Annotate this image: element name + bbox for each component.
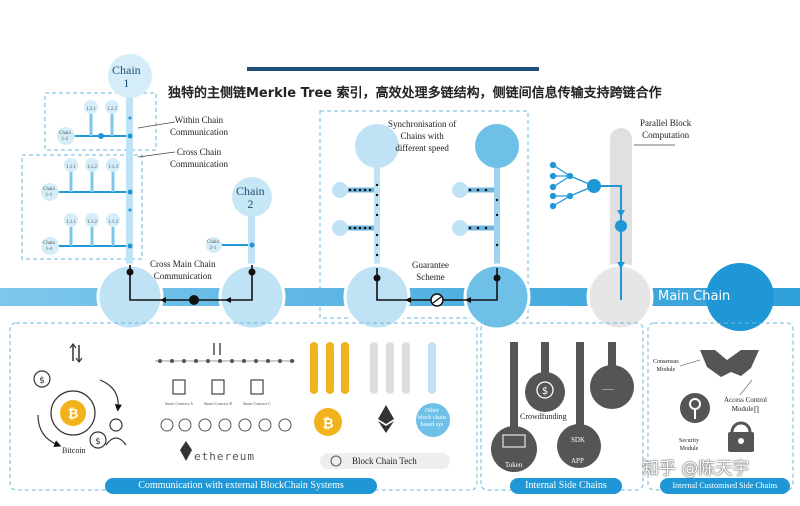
- crowdfunding-icon: [525, 372, 565, 412]
- node-label: 1.1.2: [87, 165, 97, 170]
- left-section: [21, 54, 286, 331]
- token-label: Token: [505, 461, 523, 469]
- chain-1-circle: [108, 54, 152, 98]
- svg-text:$: $: [542, 386, 548, 397]
- svg-text:$: $: [39, 376, 45, 386]
- parallel-label: Parallel Block Computation: [640, 118, 692, 140]
- node-label: 1.2.2: [107, 107, 117, 112]
- ellipsis-label: ......: [602, 383, 614, 392]
- handshake-icon: [700, 350, 759, 377]
- internal-box: [480, 322, 644, 491]
- watermark: 知乎 @陈天宇: [642, 459, 750, 479]
- node-label: 1.1.2: [87, 220, 97, 225]
- chain-1-1-node: [41, 183, 59, 201]
- bitcoin-icon: [60, 400, 86, 426]
- dollar-coin-icon: [33, 370, 51, 388]
- security-label: Security Module: [679, 438, 699, 452]
- header-stripe: [247, 67, 539, 71]
- chain-1-2-node: [57, 127, 75, 145]
- guarantee-label: Guarantee Scheme: [412, 260, 449, 282]
- node-label: 1.1.1: [66, 220, 76, 225]
- contract-icon-c: [250, 379, 264, 395]
- consensus-label: Consensus Module: [653, 359, 679, 373]
- node-label: 1.2.1: [86, 107, 96, 112]
- sync-box: [319, 110, 529, 319]
- other-chain-label: Other block chain based sys: [418, 408, 446, 428]
- node-label: 1.1.1: [66, 165, 76, 170]
- chain-2-label: Chain 2: [236, 184, 265, 211]
- sync-label: Synchronisation of Chains with different…: [388, 119, 457, 153]
- node-dot: [98, 133, 104, 139]
- footer-custom: Internal Customised Side Chains: [660, 478, 790, 494]
- crowdfunding-label: Crowdfunding: [520, 412, 567, 421]
- network-icon: [330, 455, 342, 467]
- cross-main-chain-label: Cross Main Chain Communication: [150, 259, 216, 281]
- footer-internal: Internal Side Chains: [510, 478, 622, 494]
- chain-2-1-label: Chain 2-1: [207, 240, 219, 251]
- chain-2-1-node: [206, 237, 222, 253]
- main-chain-label: Main Chain: [658, 289, 731, 304]
- chain-1-1-box: [21, 154, 143, 260]
- cross-node: [189, 295, 199, 305]
- node-1-2-1: [84, 100, 98, 114]
- sdk-app-icon: [557, 424, 601, 468]
- node-label: 1.1.3: [108, 220, 118, 225]
- svg-text:₿: ₿: [322, 416, 333, 432]
- contract-icon-b: [211, 379, 225, 395]
- sync-chain-a: [355, 124, 399, 168]
- chain-1-4-label: Chain 1-4: [43, 241, 55, 252]
- app-label: APP: [571, 457, 584, 465]
- bitcoin-label: Bitcoin: [62, 446, 86, 455]
- footer-external: Communication with external BlockChain S…: [105, 478, 377, 494]
- ethereum-icon: [180, 441, 192, 461]
- node-1-2-2: [105, 100, 119, 114]
- chain-1-label: Chain 1: [112, 63, 141, 90]
- smart-contract-b: Smart Contract B: [204, 401, 232, 406]
- sync-chain-b: [475, 124, 519, 168]
- access-control-label: Access Control Module∏: [724, 396, 767, 413]
- bitcoin-coin-icon: [314, 408, 342, 436]
- ellipsis-chain-circle: [590, 365, 634, 409]
- within-chain-label: Within Chain Communication: [170, 115, 228, 137]
- chain-1-4-node: [41, 237, 59, 255]
- chain-1-column: [126, 78, 133, 290]
- chain-1-2-label: Chain 1-2: [59, 131, 71, 142]
- person-icon: [109, 418, 123, 432]
- chain-1-1-label: Chain 1-1: [43, 187, 55, 198]
- blockchain-tech-label: Block Chain Tech: [352, 456, 417, 466]
- middle-section: [319, 110, 531, 331]
- svg-text:₿: ₿: [68, 407, 79, 422]
- ethereum-label: ethereum: [194, 450, 255, 463]
- bottom-section: ₿ $ $ ₿: [9, 322, 794, 491]
- smart-contract-a: Smart Contract A: [165, 401, 193, 406]
- globe-icon: [50, 390, 96, 436]
- other-chain-circle: [416, 403, 450, 437]
- node-label: 1.1.3: [108, 165, 118, 170]
- right-section: [549, 128, 774, 331]
- contract-icon-a: [172, 379, 186, 395]
- sdk-label: SDK: [571, 436, 586, 444]
- chain-2-circle: [232, 177, 272, 217]
- cross-chain-label: Cross Chain Communication: [170, 147, 228, 169]
- blockchain-tech-pill: [320, 453, 450, 469]
- svg-text:$: $: [95, 437, 101, 447]
- smart-contract-c: Smart Contract C: [243, 401, 271, 406]
- page-title: 独特的主侧链Merkle Tree 索引，高效处理多链结构，侧链间信息传输支持跨…: [168, 86, 662, 101]
- ethereum-diamond-icon: [378, 405, 394, 433]
- main-chain-node: [706, 263, 774, 331]
